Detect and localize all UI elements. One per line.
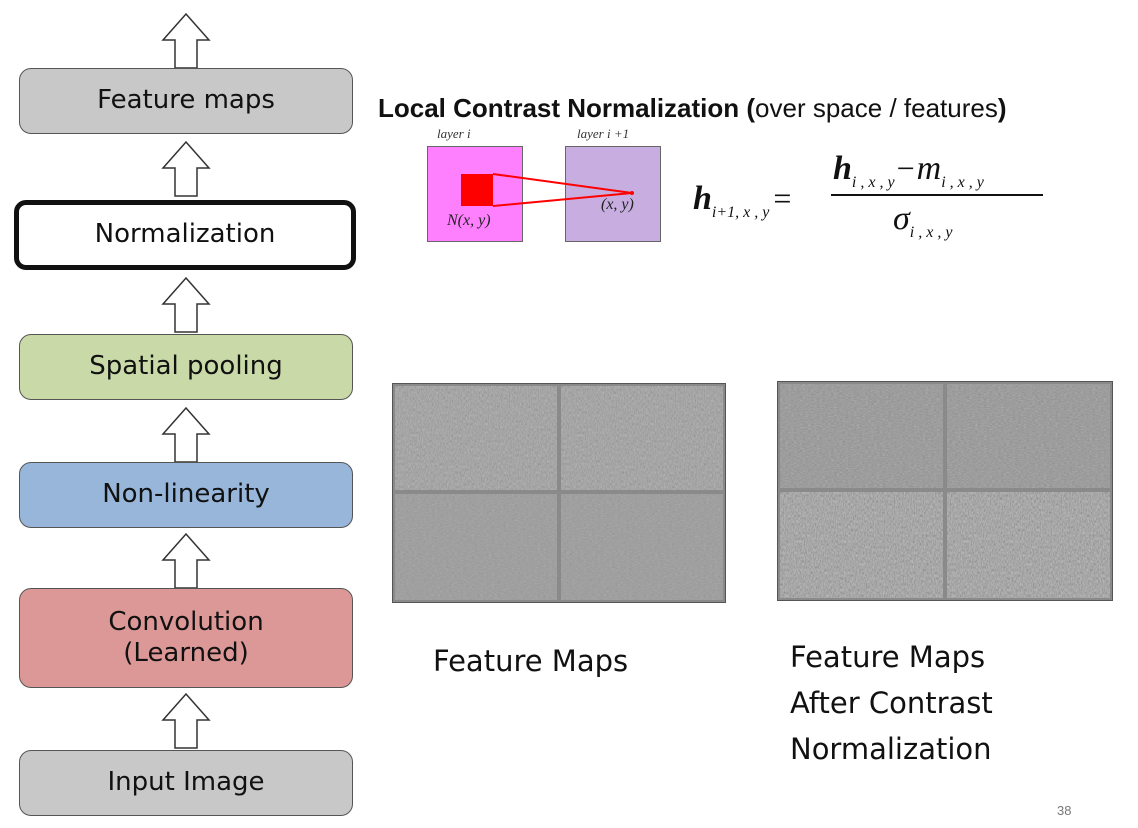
up-arrow-icon (161, 532, 211, 589)
formula-num-m: m (916, 150, 942, 187)
lcn-heading: Local Contrast Normalization (over space… (378, 93, 1007, 124)
feature-map-tile (561, 494, 723, 600)
formula-den-sub: i , x , y (909, 224, 953, 241)
formula-minus: − (896, 150, 915, 186)
up-arrow-icon (161, 140, 211, 197)
feature-map-tile (395, 494, 557, 600)
stage-label: Input Image (107, 767, 265, 798)
stage-input-image: Input Image (19, 750, 353, 816)
feature-map-tile (947, 384, 1110, 488)
feature-maps-panel (392, 383, 726, 603)
up-arrow-icon (161, 12, 211, 69)
stage-non-linearity: Non-linearity (19, 462, 353, 528)
formula-num-m-sub: i , x , y (941, 174, 984, 191)
layer-i-label: layer i (437, 126, 471, 141)
window-label: N(x, y) (447, 212, 491, 229)
feature-map-tile (780, 384, 943, 488)
feature-map-tile (780, 492, 943, 598)
page-number: 38 (1057, 803, 1072, 818)
up-arrow-icon (161, 276, 211, 333)
lcn-heading-paren-open: ( (739, 93, 756, 123)
target-label: (x, y) (601, 196, 634, 213)
stage-label: Spatial pooling (89, 351, 283, 382)
layer-i1-label: layer i +1 (577, 126, 630, 141)
lcn-heading-paren-close: ) (997, 93, 1007, 123)
up-arrow-icon (161, 692, 211, 749)
formula-fraction-bar (831, 194, 1043, 196)
stage-label: Convolution (108, 606, 264, 637)
lcn-formula: hi+1, x , y= hi , x , y−mi , x , y σi , … (693, 150, 1053, 250)
caption-line: Feature Maps (790, 640, 986, 674)
stage-label: Feature maps (97, 85, 275, 116)
formula-equals: = (773, 180, 792, 216)
neighborhood-window (461, 174, 493, 206)
stage-label: Normalization (94, 219, 276, 250)
caption-line: Normalization (790, 732, 992, 766)
stage-label: Non-linearity (102, 479, 270, 510)
up-arrow-icon (161, 406, 211, 463)
lcn-heading-rest: over space / features (755, 93, 998, 123)
stage-normalization: Normalization (14, 200, 356, 270)
feature-map-tile (395, 386, 557, 490)
lcn-heading-bold: Local Contrast Normalization (378, 93, 740, 123)
feature-map-tile (947, 492, 1110, 598)
formula-num-h-sub: i , x , y (851, 174, 895, 191)
feature-map-tile (561, 386, 723, 490)
formula-num-h: h (833, 150, 852, 187)
stage-sublabel: (Learned) (123, 638, 249, 668)
stage-spatial-pooling: Spatial pooling (19, 334, 353, 400)
normalized-feature-maps-panel (777, 381, 1113, 601)
caption-feature-maps: Feature Maps (433, 644, 629, 678)
caption-after-normalization: Feature Maps After Contrast Normalizatio… (790, 634, 993, 772)
caption-line: After Contrast (790, 686, 993, 720)
formula-lhs: h (693, 180, 712, 217)
stage-convolution: Convolution (Learned) (19, 588, 353, 688)
formula-lhs-sub: i+1, x , y (711, 204, 770, 221)
stage-feature-maps: Feature maps (19, 68, 353, 134)
formula-den-sigma: σ (893, 200, 910, 237)
projection-lines (492, 173, 634, 207)
